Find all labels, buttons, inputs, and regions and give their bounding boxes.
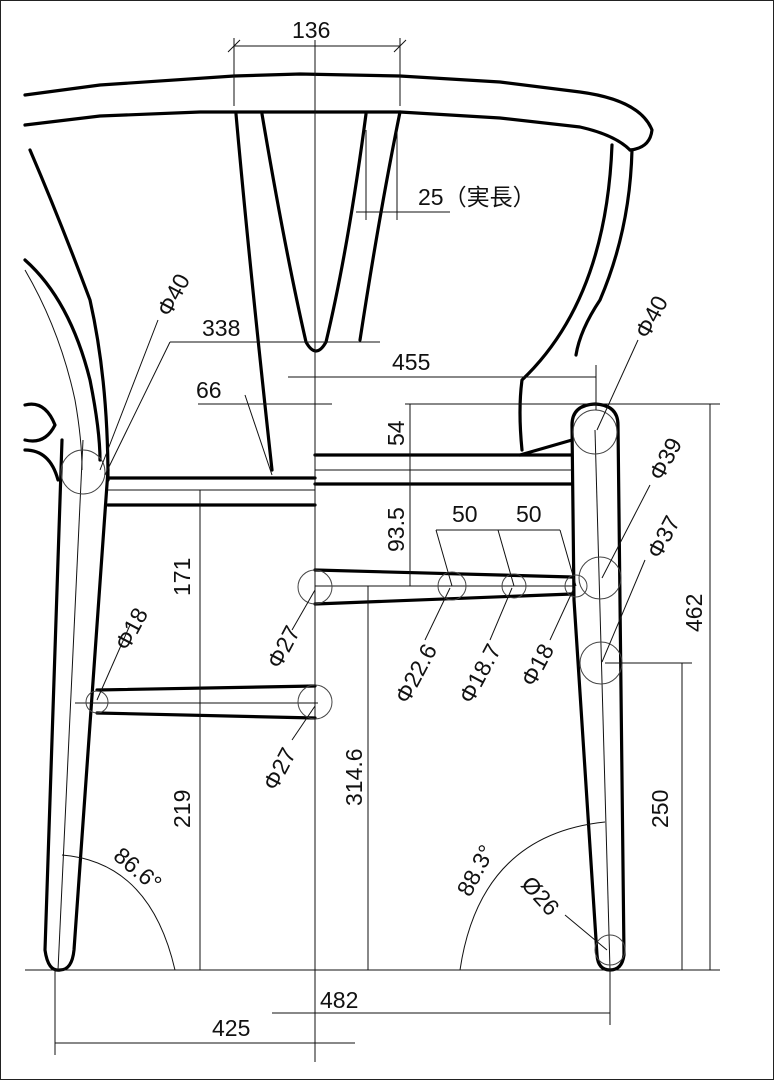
dimension-lines	[54, 38, 720, 1055]
dia-lower-rail-left: Φ18	[109, 603, 153, 654]
dia-rail-18-7: Φ18.7	[453, 639, 506, 707]
dimension-labels: 136 25（実長） 338 66 455 54 93.5 50 50 171 …	[109, 17, 707, 1041]
dim-338: 338	[202, 315, 240, 341]
dim-171: 171	[169, 558, 195, 596]
dim-482: 482	[320, 987, 358, 1013]
dim-425: 425	[212, 1015, 250, 1041]
dia-right-post-mid: Φ39	[643, 433, 687, 484]
right-post-top-circle	[572, 409, 618, 455]
right-foot-circle	[594, 934, 626, 966]
left-post-section-circle	[60, 449, 106, 495]
angle-86-6: 86.6°	[109, 842, 167, 897]
dia-upper-rail-end: Φ27	[261, 621, 305, 672]
dim-66: 66	[196, 377, 222, 403]
right-post-mid-circle	[578, 556, 622, 600]
dim-314-6: 314.6	[341, 748, 367, 806]
dia-rail-18: Φ18	[515, 639, 559, 690]
left-leg	[43, 438, 110, 972]
dia-right-post-top: Φ40	[629, 291, 673, 342]
dim-50-a: 50	[452, 501, 478, 527]
back-post-curves	[23, 143, 634, 482]
dim-54: 54	[383, 420, 409, 446]
dim-136: 136	[292, 17, 330, 43]
dim-93-5: 93.5	[383, 507, 409, 552]
upper-stretcher	[297, 568, 588, 606]
dim-455: 455	[392, 349, 430, 375]
dim-462: 462	[681, 594, 707, 632]
dia-left-post-top: Φ40	[151, 269, 195, 320]
dim-250: 250	[647, 790, 673, 828]
lower-stretcher	[75, 684, 333, 720]
seat-rails	[106, 438, 574, 507]
dim-219: 219	[169, 790, 195, 828]
dia-right-post-lower: Φ37	[641, 511, 685, 562]
dim-25-actual-length: 25（実長）	[418, 184, 536, 210]
right-leg	[570, 402, 626, 972]
crest-rail	[23, 72, 654, 152]
dim-50-b: 50	[516, 501, 542, 527]
back-splat	[234, 110, 402, 472]
angle-88-3: 88.3°	[451, 840, 499, 900]
dia-rail-22-6: Φ22.6	[389, 639, 442, 707]
dia-lower-rail-end: Φ27	[257, 743, 301, 794]
dia-right-foot: Ø26	[516, 871, 564, 921]
